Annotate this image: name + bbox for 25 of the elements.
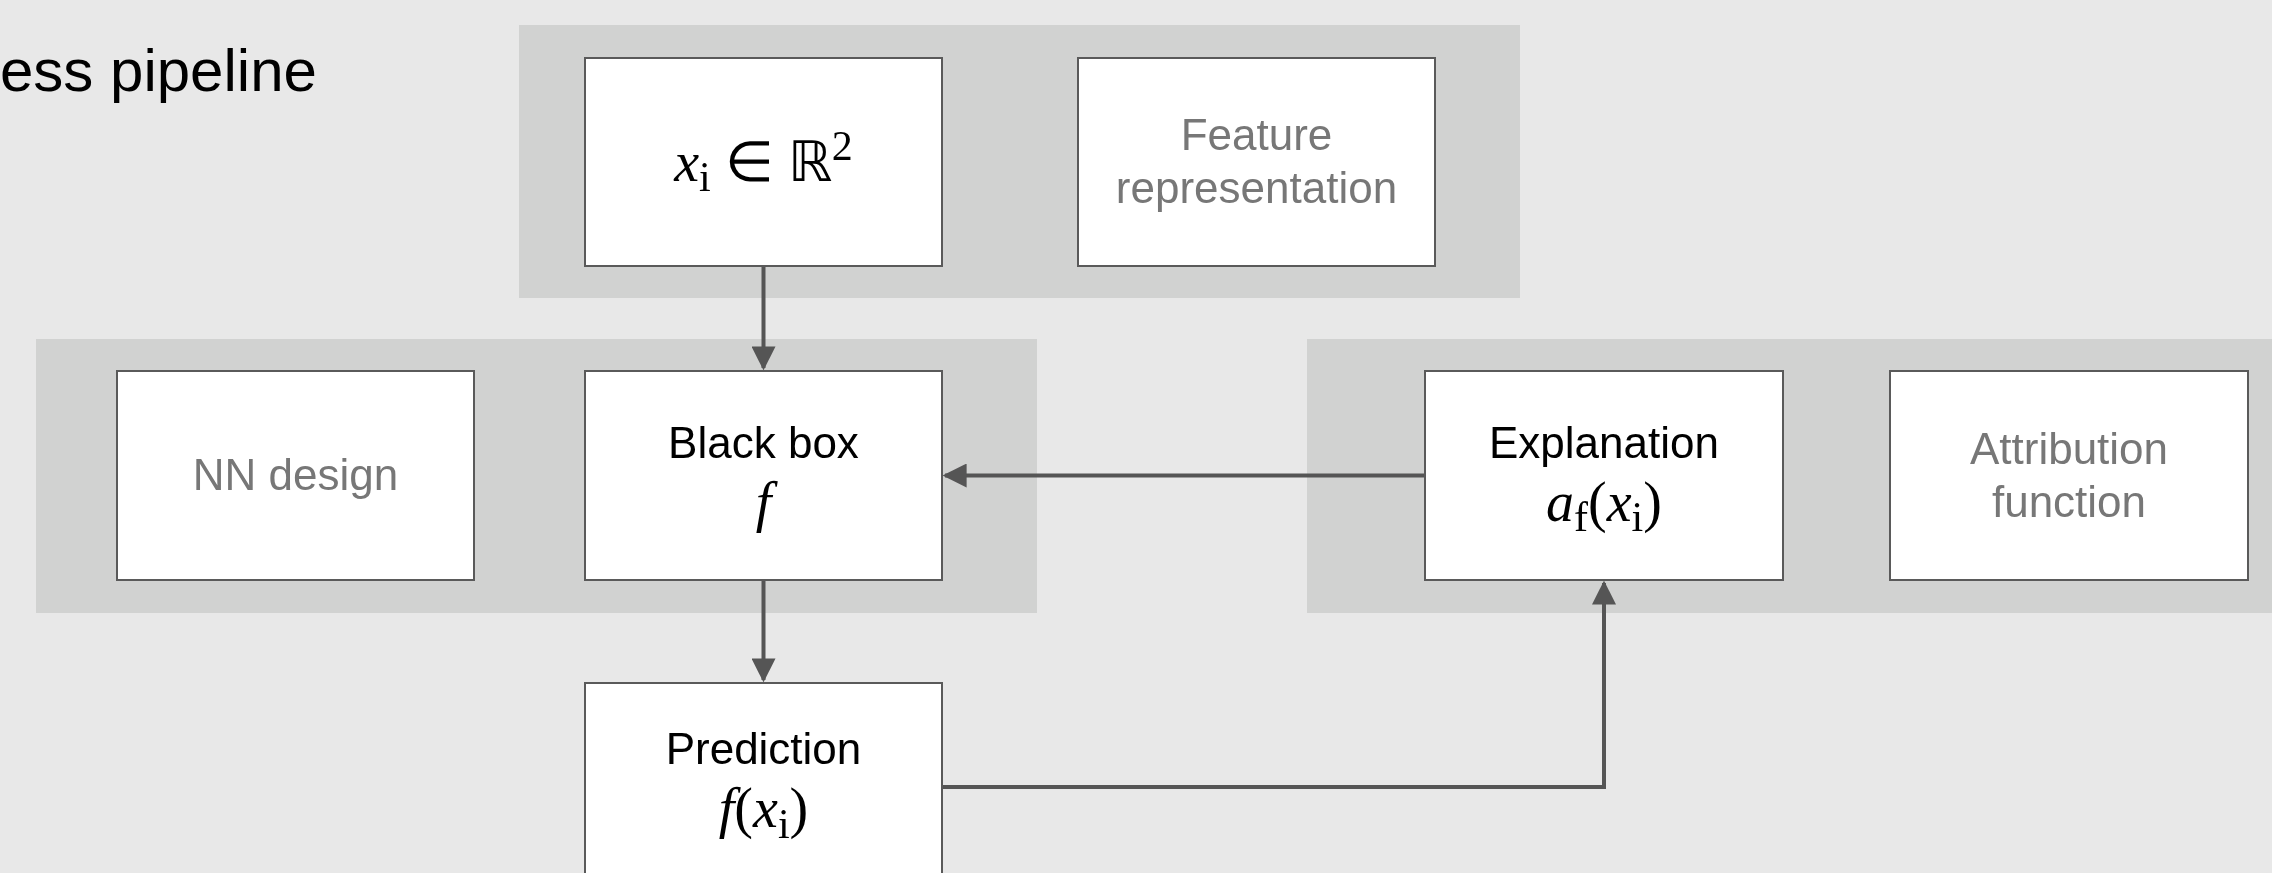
math-label: x$_{i}$ ∈ ℝ$^{2}$ — [672, 129, 854, 195]
math-label: a$_{f}$(x$_{i}$) — [1545, 469, 1663, 535]
group-panel — [1307, 339, 2272, 613]
box-label: Prediction — [664, 723, 863, 776]
arrow — [943, 580, 1616, 789]
process-box — [1077, 57, 1436, 267]
box-label: Explanation — [1488, 416, 1720, 469]
title: ess pipeline — [0, 36, 317, 106]
math-label: f — [747, 469, 780, 535]
box-label: Feature representation — [1114, 109, 1399, 214]
arrow — [942, 463, 1424, 488]
arrow — [751, 267, 776, 371]
process-box — [116, 370, 475, 581]
box-label: NN design — [191, 449, 400, 502]
process-box — [584, 682, 943, 873]
group-panel — [519, 25, 1520, 298]
box-label: Black box — [667, 416, 860, 469]
math-label: f(x$_{i}$) — [717, 776, 810, 841]
process-box — [1889, 370, 2249, 581]
process-box — [584, 57, 943, 267]
group-panel — [36, 339, 1037, 613]
arrow — [751, 581, 776, 683]
process-box — [1424, 370, 1784, 581]
box-label: Attribution function — [1968, 422, 2170, 528]
process-box — [584, 370, 943, 581]
